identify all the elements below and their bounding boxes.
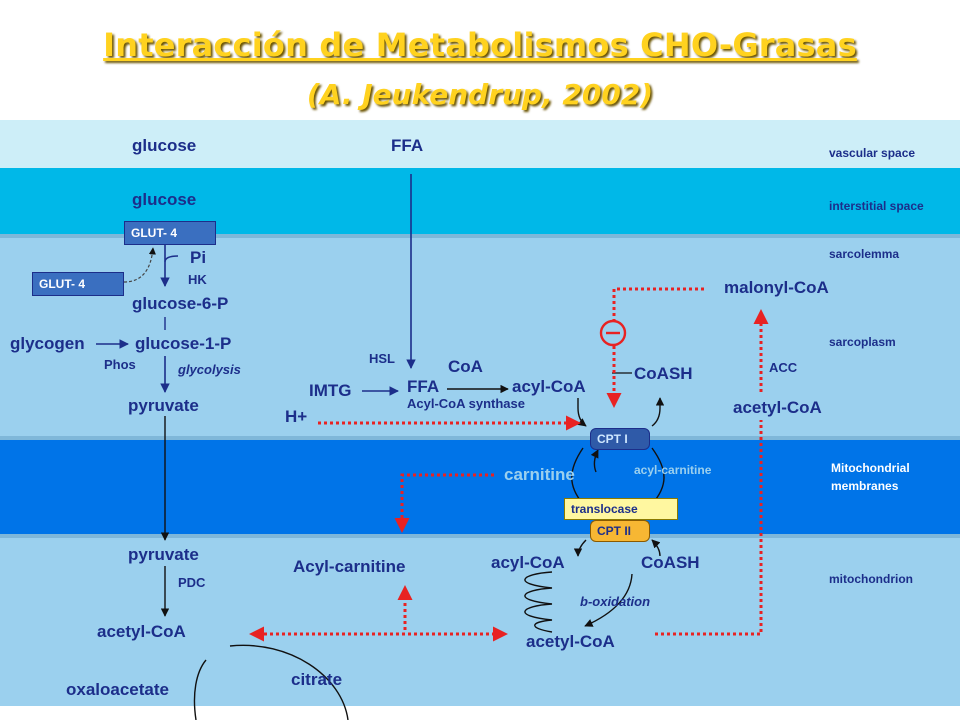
acyl-carnitine-matrix: Acyl-carnitine (293, 557, 406, 576)
sarcolemma-line (0, 234, 960, 238)
glut4-translocation-arrow (123, 247, 157, 283)
acylcoa-to-cpt1-arrow (577, 398, 587, 427)
ffa-blood: FFA (391, 136, 424, 155)
inner-membrane-edge (0, 534, 960, 538)
acyl-carnitine-membrane: acyl-carnitine (634, 463, 712, 477)
carnitine: carnitine (504, 465, 575, 484)
glut4-vesicle-transporter: GLUT- 4 (32, 272, 124, 296)
cpt2-to-acylcoa-arrow (573, 539, 587, 557)
acetyl-coa-cytosol: acetyl-CoA (733, 398, 822, 417)
page-title: Interacción de Metabolismos CHO-Grasas (103, 26, 857, 64)
glucose-6-p: glucose-6-P (132, 294, 229, 313)
pi-hook (164, 255, 179, 263)
citrate: citrate (291, 670, 343, 689)
cpt1-to-coash-arrow (651, 397, 665, 427)
glucose-blood: glucose (132, 136, 197, 155)
region-label-mito-membranes: Mitochondrial membranes (831, 461, 910, 493)
hsl-enzyme: HSL (369, 351, 395, 366)
phos-enzyme: Phos (104, 357, 136, 372)
region-label-vascular: vascular space (829, 146, 916, 160)
glucose-interstitial: glucose (132, 190, 197, 209)
acetylcoa-export-path (655, 420, 763, 636)
imtg: IMTG (309, 381, 352, 400)
region-label-interstitial: interstitial space (829, 199, 924, 213)
oxaloacetate: oxaloacetate (66, 680, 169, 699)
coash-matrix: CoASH (641, 553, 700, 572)
mitochondrion-band (0, 538, 960, 706)
acyl-coa-matrix: acyl-CoA (491, 553, 565, 572)
beta-oxidation-label: b-oxidation (580, 594, 651, 609)
cpt2-from-coash-arrow (651, 539, 661, 557)
coash-cytosol: CoASH (634, 364, 693, 383)
beta-oxidation-spiral (524, 571, 553, 633)
krebs-cycle-arc-left (193, 659, 207, 720)
hk-enzyme: HK (188, 272, 207, 287)
region-label-sarcoplasm: sarcoplasm (829, 335, 896, 349)
pyruvate-cytosol: pyruvate (128, 396, 199, 415)
malonyl-inhibition-path (612, 287, 704, 321)
sarcoplasm-band (0, 238, 960, 436)
region-label-sarcolemma: sarcolemma (829, 247, 900, 261)
outer-membrane-edge (0, 436, 960, 440)
glucose-1-p: glucose-1-P (135, 334, 232, 353)
carnitine-to-cpt1-arrow (590, 449, 599, 473)
mitochondrial-membranes-band (0, 440, 960, 534)
cpt2-enzyme: CPT II (590, 520, 650, 542)
krebs-cycle-arc (229, 644, 349, 720)
carnitine-recycle-path (394, 473, 494, 533)
acetyl-coa-mito-left: acetyl-CoA (97, 622, 186, 641)
acc-enzyme: ACC (769, 360, 798, 375)
pi-label: Pi (190, 248, 207, 267)
glycogen: glycogen (10, 334, 85, 353)
cpt1-enzyme: CPT I (590, 428, 650, 450)
acyl-coa-synthase: Acyl-CoA synthase (407, 396, 525, 411)
acyl-coa-cytosol: acyl-CoA (512, 377, 586, 396)
glycolysis-label: glycolysis (178, 362, 241, 377)
page-subtitle: (A. Jeukendrup, 2002) (306, 78, 654, 111)
vascular-space-band (0, 120, 960, 168)
pdc-enzyme: PDC (178, 575, 206, 590)
translocase: translocase (564, 498, 678, 520)
malonyl-coa: malonyl-CoA (724, 278, 829, 297)
pyruvate-mitochondrion: pyruvate (128, 545, 199, 564)
acylcoa-to-acetylcoa-arrow (584, 573, 633, 627)
h-plus: H+ (285, 407, 308, 426)
inhibition-symbol-circle (599, 319, 627, 347)
glut4-membrane-transporter: GLUT- 4 (124, 221, 216, 245)
region-label-mitochondrion: mitochondrion (829, 572, 913, 586)
acetyl-coa-matrix: acetyl-CoA (526, 632, 615, 651)
ffa-cytosol: FFA (407, 377, 440, 396)
coa: CoA (448, 357, 483, 376)
